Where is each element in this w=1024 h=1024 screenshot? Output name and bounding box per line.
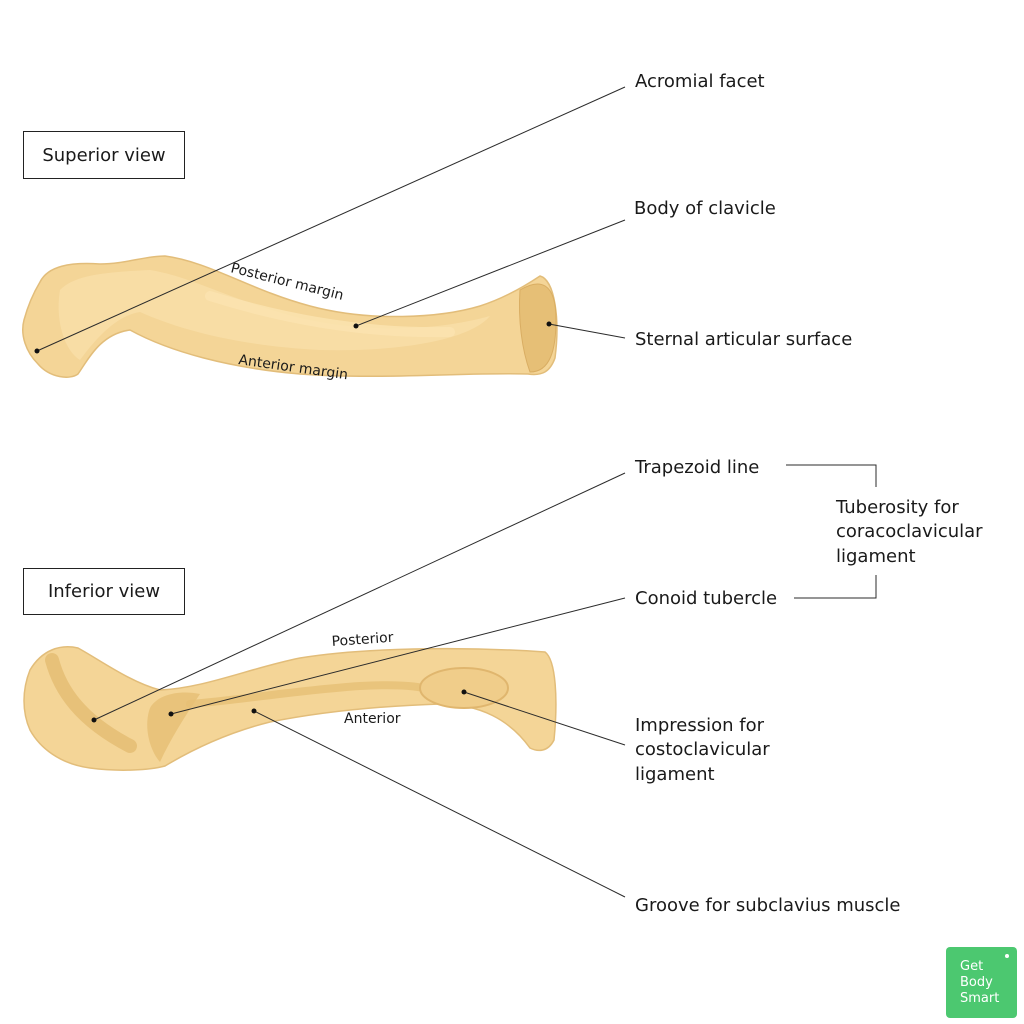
trapezoid-line-dot — [91, 717, 97, 723]
get-body-smart-logo: Get Body Smart — [946, 947, 1017, 1018]
superior-view-title: Superior view — [42, 144, 166, 166]
logo-dot-icon — [1005, 954, 1009, 958]
inferior-costoclavicular-impression — [419, 667, 509, 709]
inferior-subclavius-groove — [186, 681, 434, 708]
impression-dot — [461, 689, 467, 695]
acromial-facet-label: Acromial facet — [635, 71, 765, 92]
conoid-tubercle-dot — [168, 711, 174, 717]
logo-line-1: Get — [960, 959, 984, 974]
tuberosity-label-line-2: coracoclavicular — [836, 521, 983, 542]
impression-label-line-2: costoclavicular — [635, 739, 770, 760]
logo-line-2: Body — [960, 975, 993, 990]
tuberosity-label-line-3: ligament — [836, 546, 916, 567]
acromial-facet-leader — [36, 86, 626, 352]
inferior-trapezoid-ridge — [45, 653, 137, 753]
anterior-label: Anterior — [344, 711, 401, 727]
inferior-bone-outline — [23, 646, 557, 771]
groove-leader — [253, 710, 626, 898]
sternal-articular-leader — [548, 323, 626, 339]
superior-sternal-end — [519, 283, 557, 373]
sternal-articular-dot — [546, 321, 552, 327]
tuberosity-label-line-1: Tuberosity for — [835, 497, 959, 518]
trapezoid-line-leader — [93, 472, 626, 721]
inferior-view-box: Inferior view — [23, 568, 185, 615]
impression-label-line-3: ligament — [635, 764, 715, 785]
impression-label-line-1: Impression for — [635, 715, 765, 736]
superior-view-box: Superior view — [23, 131, 185, 179]
conoid-tubercle-leader — [170, 597, 626, 715]
posterior-label: Posterior — [331, 630, 394, 650]
groove-dot — [251, 708, 257, 714]
sternal-articular-surface-label: Sternal articular surface — [635, 329, 852, 350]
superior-body-highlight — [205, 291, 455, 338]
groove-label: Groove for subclavius muscle — [635, 895, 901, 916]
impression-leader — [463, 691, 626, 746]
body-of-clavicle-dot — [353, 323, 359, 329]
trapezoid-line-label: Trapezoid line — [634, 457, 759, 478]
logo-line-3: Smart — [960, 991, 1000, 1006]
acromial-facet-dot — [34, 348, 40, 354]
body-of-clavicle-label: Body of clavicle — [634, 198, 776, 219]
conoid-tubercle-label: Conoid tubercle — [635, 588, 777, 609]
inferior-view-title: Inferior view — [47, 581, 161, 602]
body-of-clavicle-leader — [355, 219, 626, 327]
inferior-clavicle-bone — [23, 646, 557, 771]
tuberosity-bracket — [786, 464, 877, 599]
